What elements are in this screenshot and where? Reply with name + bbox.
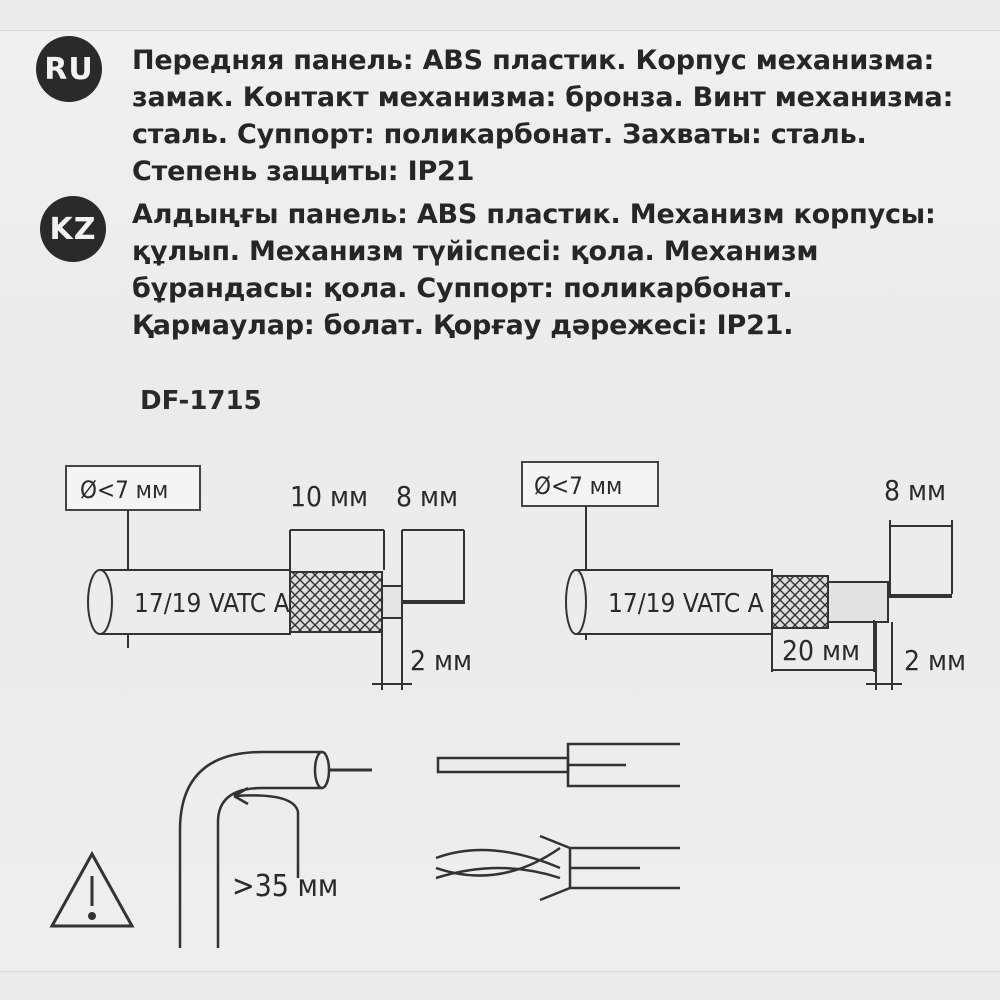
correct-wire-icon — [436, 742, 680, 788]
cable-diagram-right — [521, 461, 953, 690]
ru-language-badge: RU — [36, 36, 102, 102]
left-cable-marking: 17/19 VATC A — [134, 589, 290, 619]
left-diameter-label: Ø<7 мм — [80, 476, 168, 504]
kz-language-badge: KZ — [40, 196, 106, 262]
kz-line-1: Алдыңғы панель: ABS пластик. Механизм ко… — [132, 199, 936, 230]
right-dim-8mm: 8 мм — [884, 474, 946, 507]
left-dim-10mm: 10 мм — [290, 480, 368, 513]
model-number: DF-1715 — [140, 386, 262, 416]
cable-diagram-left — [65, 465, 465, 690]
kz-specification-text: Алдыңғы панель: ABS пластик. Механизм ко… — [132, 196, 936, 344]
kz-line-3: бұрандасы: қола. Суппорт: поликарбонат. — [132, 273, 793, 304]
ru-line-3: сталь. Суппорт: поликарбонат. Захваты: с… — [132, 119, 867, 150]
ru-line-2: замак. Контакт механизма: бронза. Винт м… — [132, 82, 954, 113]
incorrect-wire-icon — [435, 834, 680, 902]
left-dim-2mm: 2 мм — [410, 644, 472, 677]
bend-radius-label: >35 мм — [232, 869, 338, 904]
ru-line-4: Степень защиты: IP21 — [132, 156, 475, 187]
bend-radius-diagram — [178, 750, 372, 948]
warning-icon — [49, 850, 135, 928]
right-diameter-label: Ø<7 мм — [534, 472, 622, 500]
kz-line-2: құлып. Механизм түйіспесі: қола. Механиз… — [132, 236, 819, 267]
right-dim-20mm: 20 мм — [782, 634, 860, 667]
kz-line-4: Қармаулар: болат. Қорғау дәрежесі: IP21. — [132, 310, 794, 341]
right-cable-marking: 17/19 VATC A — [608, 589, 764, 619]
ru-specification-text: Передняя панель: ABS пластик. Корпус мех… — [132, 42, 953, 190]
ru-line-1: Передняя панель: ABS пластик. Корпус мех… — [132, 45, 935, 76]
right-dim-2mm: 2 мм — [904, 644, 966, 677]
left-dim-8mm: 8 мм — [396, 480, 458, 513]
